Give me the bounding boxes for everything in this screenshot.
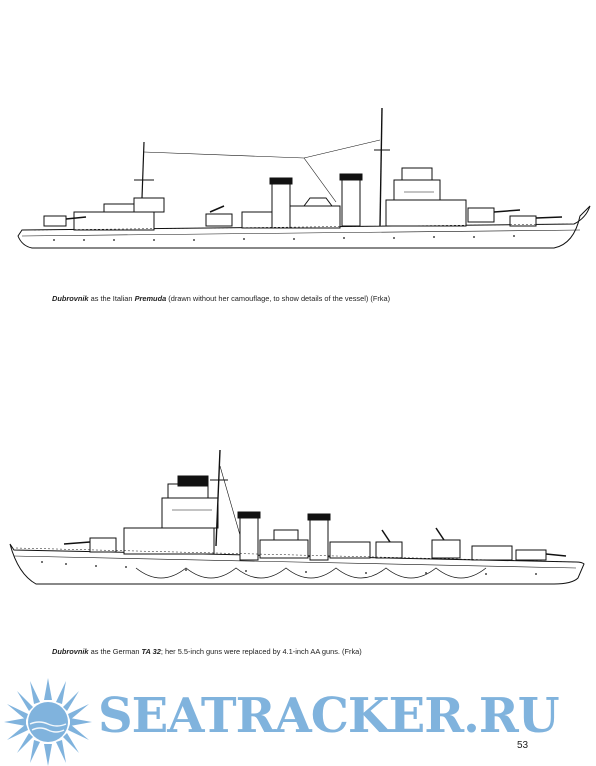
- caption-ta32: Dubrovnik as the German TA 32; her 5.5-i…: [52, 647, 362, 657]
- caption-text: ; her 5.5-inch guns were replaced by 4.1…: [160, 647, 362, 657]
- watermark-text: SEATRACKER.RU: [98, 688, 560, 744]
- caption-text: (drawn without her camouflage, to show d…: [166, 294, 391, 304]
- ship-drawing-ta32: [9, 449, 585, 585]
- caption-ship-name: Dubrovnik: [52, 294, 89, 304]
- page-number: 53: [517, 740, 529, 751]
- ship-drawing-premuda: [17, 107, 591, 249]
- caption-ship-alias: Premuda: [134, 294, 167, 304]
- caption-premuda: Dubrovnik as the Italian Premuda (drawn …: [52, 294, 390, 304]
- caption-text: as the Italian: [88, 294, 135, 304]
- caption-ship-name: Dubrovnik: [52, 647, 89, 657]
- caption-text: as the German: [88, 647, 142, 657]
- caption-ship-alias: TA 32: [141, 647, 161, 657]
- sunburst-logo-icon: [4, 678, 92, 766]
